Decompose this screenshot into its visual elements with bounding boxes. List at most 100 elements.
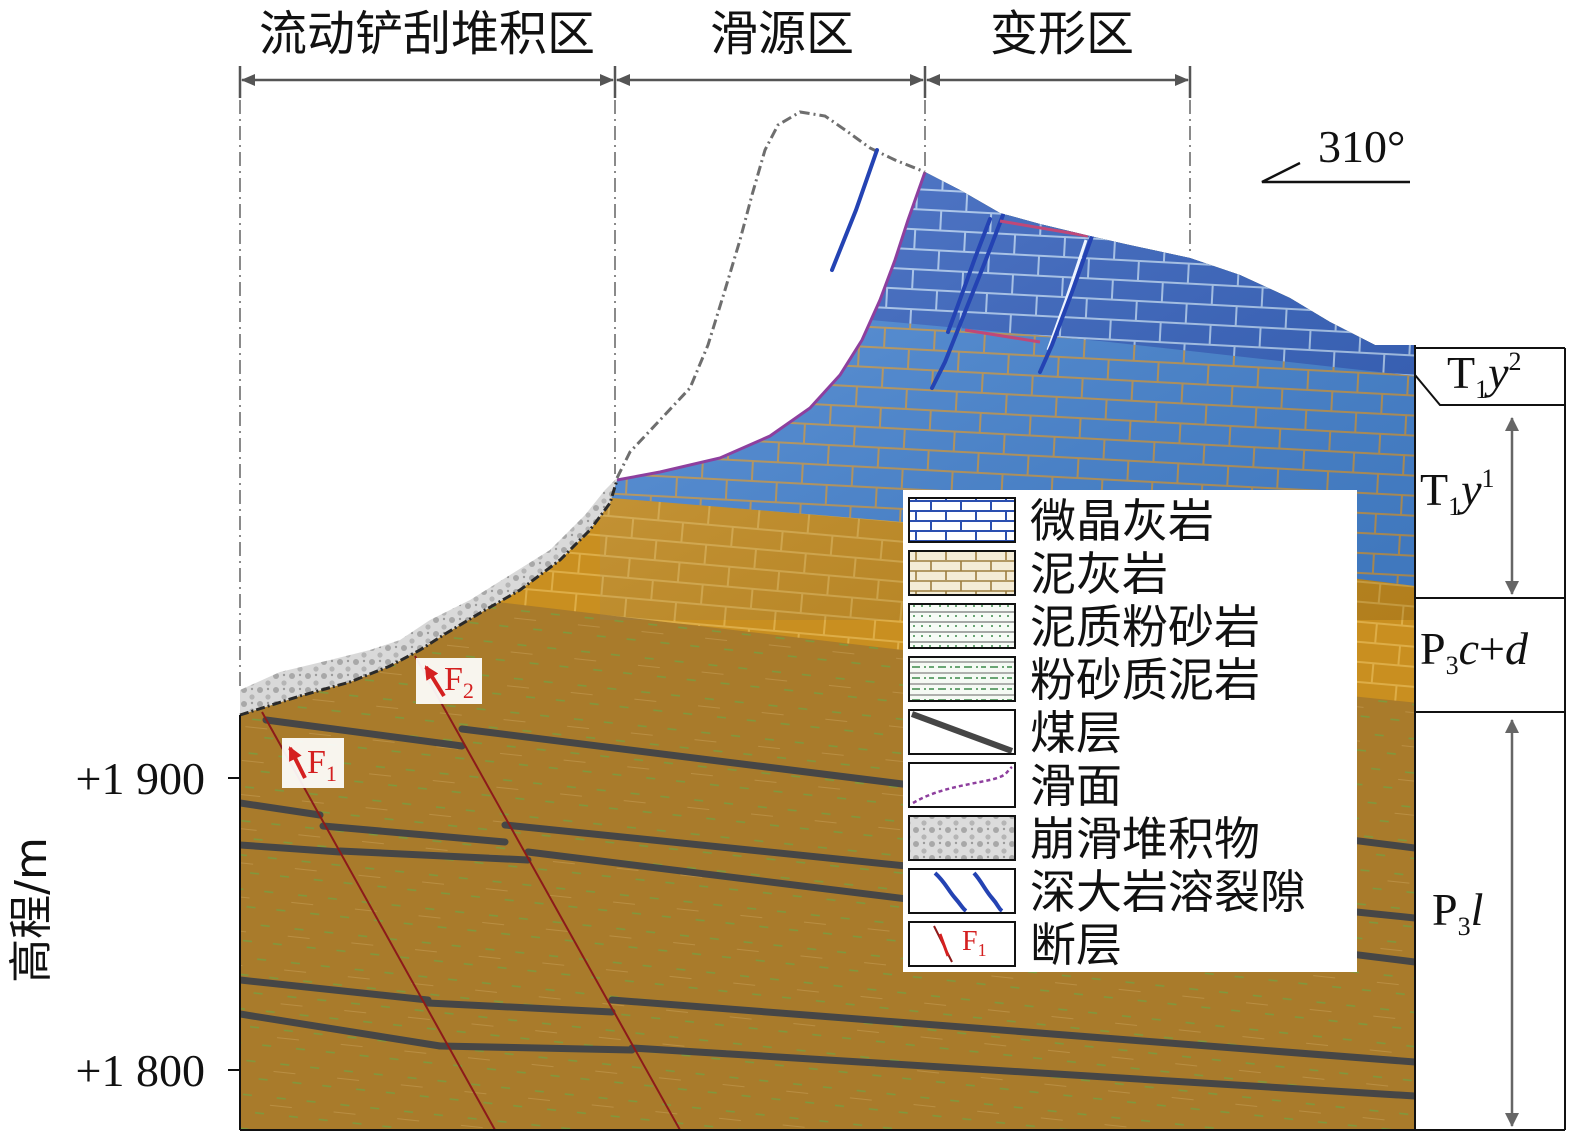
coal-seam (336, 847, 532, 864)
legend-label: 滑面 (1030, 759, 1122, 813)
swatch-frame (908, 550, 1016, 596)
coal-seam (262, 716, 466, 750)
legend-label: 深大岩溶裂隙 (1030, 865, 1306, 919)
strata-column: T1y2 T1y1 P3c+d P3l (1420, 347, 1529, 1127)
swatch-frame (908, 921, 1016, 967)
stratum-label-p3cd: P3c+d (1420, 623, 1529, 680)
stratum-variable: y (1457, 464, 1482, 515)
fault-label-f1: F1 (282, 738, 344, 788)
swatch-micrite-limestone (909, 498, 1015, 542)
y-tick-label: +1 800 (76, 1045, 205, 1096)
stratum-variable: y (1484, 347, 1509, 398)
swatch-landslide-debris (909, 816, 1015, 860)
karst-fracture (1038, 234, 1094, 374)
direction-arrow-icon (1261, 161, 1410, 184)
fracture-highlight (1046, 239, 1088, 351)
karst-fracture (946, 217, 992, 334)
fault-letter: F (444, 661, 463, 698)
y-tick-label: +1 900 (76, 753, 205, 804)
legend-label: 崩滑堆积物 (1030, 812, 1260, 866)
swatch-karst-fissure (972, 871, 1004, 913)
fault-line-f2 (414, 655, 681, 1130)
swatch-fault-label: F1 (962, 926, 987, 960)
legend-label: 泥灰岩 (1030, 547, 1168, 601)
stratum-label-t1y2: T1y2 (1447, 347, 1522, 404)
zone-label-slide-source: 滑源区 (710, 6, 854, 62)
coal-seam (608, 996, 1415, 1066)
zone-label-scraping-accumulation: 流动铲刮堆积区 (259, 6, 595, 62)
legend-label: 微晶灰岩 (1030, 494, 1214, 548)
swatch-karst-fissure (933, 871, 968, 913)
stratum-subscript: 3 (1458, 912, 1471, 941)
legend-item-argillaceous-siltstone: 泥质粉砂岩 (908, 600, 1260, 654)
stratum-symbol: T (1447, 347, 1475, 398)
swatch-frame (908, 497, 1016, 543)
coal-seam (240, 1010, 444, 1050)
swatch-fault-arrow (938, 933, 950, 957)
fault-label-f2: F2 (416, 658, 482, 704)
y-axis-label: 高程/m (6, 837, 57, 983)
column-divider (1414, 374, 1565, 406)
legend-label: 断层 (1030, 918, 1122, 972)
slip-surface (616, 171, 927, 482)
swatch-slip-surface (912, 765, 1013, 805)
coal-seam (240, 799, 324, 819)
stratum-label-t1y1: T1y1 (1420, 464, 1495, 521)
coal-seam (319, 822, 509, 846)
legend-item-fault: F1 断层 (908, 918, 1122, 972)
direction-label: 310° (1318, 121, 1405, 172)
direction-indicator: 310° (1261, 121, 1410, 184)
legend-label: 煤层 (1030, 706, 1122, 760)
slip-surface-fragment (999, 219, 1089, 238)
swatch-argillaceous-siltstone (909, 604, 1015, 648)
stratum-superscript: 2 (1509, 347, 1522, 376)
legend-label: 泥质粉砂岩 (1030, 600, 1260, 654)
swatch-frame (908, 762, 1016, 808)
fault-subscript: 1 (326, 761, 337, 786)
coal-seam (240, 841, 344, 856)
fault-label-text: F1 (307, 744, 337, 786)
zone-extent-arrows (238, 66, 1192, 98)
zone-label-deformation: 变形区 (990, 6, 1134, 62)
fault-subscript: 2 (463, 678, 474, 703)
y-axis: +1 900 +1 800 高程/m (6, 753, 240, 1096)
stratum-variable: c (1459, 623, 1479, 674)
fault-label-text: F2 (444, 661, 474, 703)
swatch-bg (909, 922, 1015, 966)
section-frame (239, 345, 1566, 1131)
swatch-frame (908, 815, 1016, 861)
fault-letter: F (307, 744, 326, 781)
original-slope-outline (615, 110, 926, 479)
swatch-frame (908, 868, 1016, 914)
legend-label: 粉砂质泥岩 (1030, 653, 1260, 707)
fault-subscript: 1 (978, 940, 987, 960)
coal-seam (628, 1044, 1415, 1100)
stratum-label-p3l: P3l (1432, 884, 1483, 941)
stratum-subscript: 1 (1475, 375, 1488, 404)
swatch-frame (908, 656, 1016, 702)
stratum-variable: l (1471, 884, 1484, 935)
stratum-variable: d (1505, 623, 1529, 674)
swatch-frame (908, 709, 1016, 755)
legend: 微晶灰岩 泥灰岩 泥质粉砂岩 粉砂质泥岩 煤层 (903, 490, 1357, 972)
landslide-debris-texture (240, 478, 617, 715)
legend-item-silty-mudstone: 粉砂质泥岩 (908, 653, 1260, 707)
stratum-symbol: P (1432, 884, 1458, 935)
stratum-subscript: 3 (1446, 651, 1459, 680)
fault-arrow-icon (288, 746, 307, 779)
p3l-label-bg (1428, 880, 1498, 940)
swatch-marlstone (909, 551, 1015, 595)
swatch-silty-mudstone (909, 657, 1015, 701)
bedrock-surface (239, 479, 619, 717)
stratum-subscript: 1 (1448, 492, 1461, 521)
coal-seam (424, 999, 616, 1016)
stratum-operator: + (1479, 623, 1505, 674)
legend-item-micrite-limestone: 微晶灰岩 (908, 494, 1214, 548)
stratum-superscript: 1 (1482, 464, 1495, 493)
swatch-coal-seam (910, 711, 1014, 754)
legend-item-slip-surface: 滑面 (908, 759, 1122, 813)
legend-item-karst-fissure: 深大岩溶裂隙 (908, 865, 1306, 919)
stratum-symbol: T (1420, 464, 1448, 515)
slip-surface-fragment (964, 328, 1041, 344)
